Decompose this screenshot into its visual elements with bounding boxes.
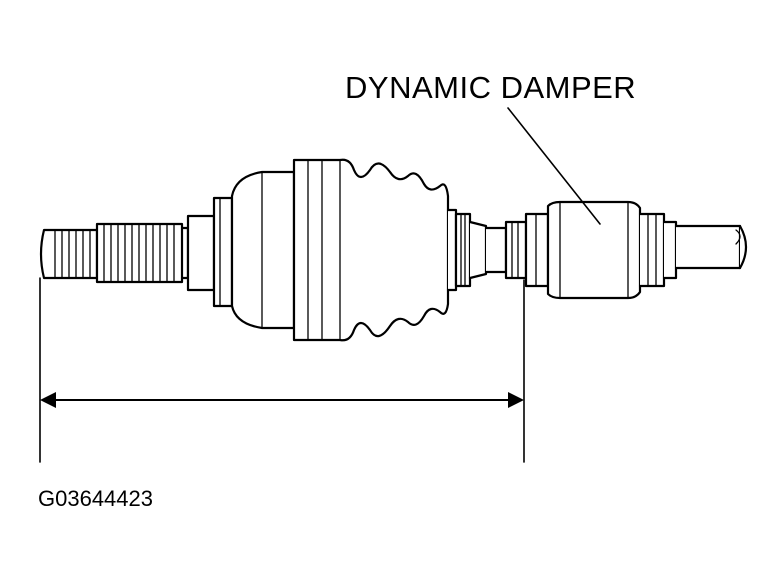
damper-leader-line [508, 108, 600, 224]
shaft-right-end [640, 214, 746, 286]
dynamic-damper [548, 202, 640, 298]
joint-collar [188, 198, 232, 306]
dynamic-damper-label: DYNAMIC DAMPER [345, 70, 637, 105]
splined-shaft-end [41, 224, 188, 282]
figure-id: G03644423 [38, 486, 153, 511]
intermediate-shaft [486, 214, 548, 286]
joint-housing [232, 172, 294, 328]
boot-bellows [294, 160, 448, 341]
boot-clamp [448, 210, 486, 290]
length-dimension-arrow [40, 392, 524, 408]
